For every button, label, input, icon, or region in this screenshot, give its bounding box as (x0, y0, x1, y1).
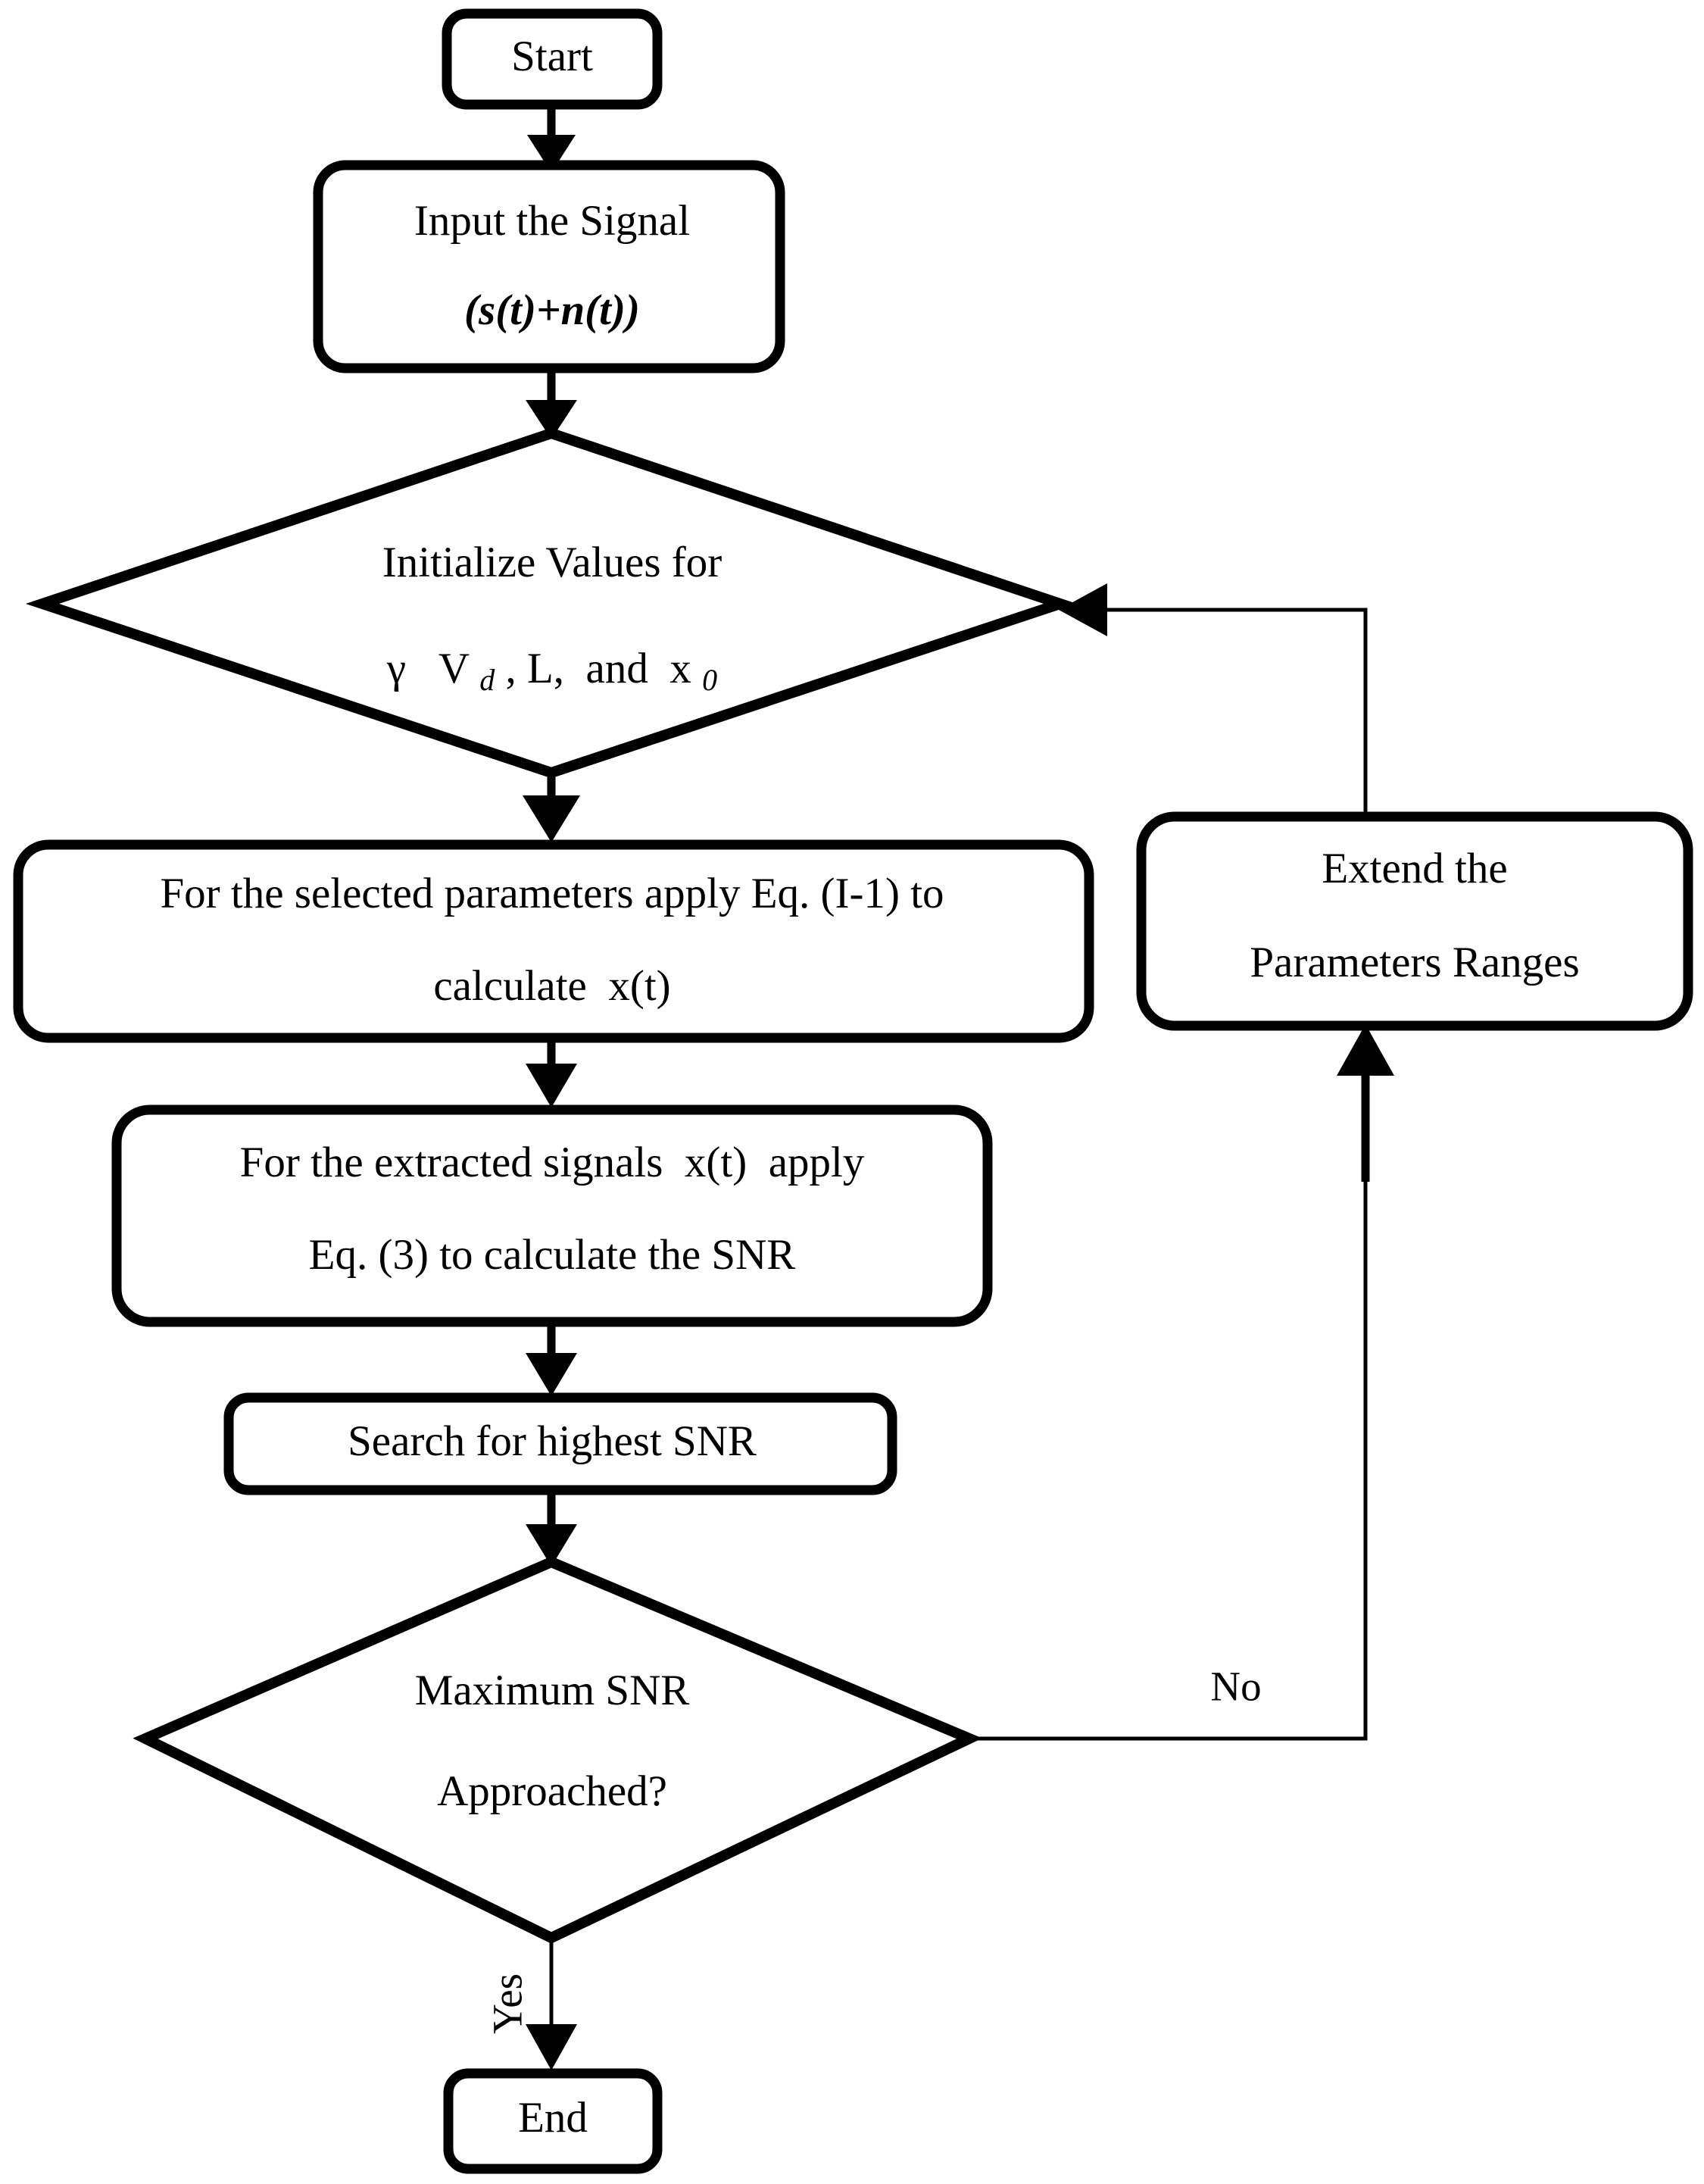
search-highest-snr-label: Search for highest SNR (348, 1417, 757, 1465)
extend-parameters-label-line1: Extend the (1322, 845, 1507, 892)
connector-extend-to-initialize (1059, 583, 1368, 814)
connector-maximum-snr-yes-to-end (526, 1939, 577, 2070)
start-label: Start (511, 33, 593, 80)
l-symbol: , L, (505, 645, 564, 692)
arrowhead-down-icon (526, 1064, 577, 1108)
edge-label-no: No (1210, 1664, 1261, 1710)
connector-apply-equation-to-calculate-snr (526, 1038, 577, 1108)
vd-symbol: V (438, 645, 470, 692)
node-end[interactable]: End (443, 2068, 663, 2174)
connector-input-to-initialize (526, 367, 577, 439)
input-signal-box-shape (313, 160, 785, 373)
x0-symbol: x (669, 645, 691, 692)
xt-symbol: x(t) (608, 962, 670, 1010)
initialize-values-label-line2: γ V d , L, and x 0 (386, 645, 717, 703)
node-apply-equation-i1[interactable]: For the selected parameters apply Eq. (I… (13, 839, 1094, 1043)
maximum-snr-label-line1: Maximum SNR (415, 1667, 690, 1714)
arrowhead-up-icon (1337, 1024, 1394, 1076)
arrowhead-down-icon (523, 795, 580, 842)
node-input-signal[interactable]: Input the Signal (s(t)+n(t)) (313, 160, 785, 373)
apply-equation-label-line1: For the selected parameters apply Eq. (I… (160, 870, 944, 917)
gamma-symbol: γ (386, 645, 406, 692)
extracted-signals-word: For the extracted signals (240, 1139, 674, 1186)
maximum-snr-label-line2: Approached? (437, 1767, 667, 1815)
and-word: and (575, 645, 659, 692)
xt-symbol: x(t) (685, 1139, 747, 1186)
arrowhead-down-icon (526, 1524, 577, 1567)
calculate-word: calculate (433, 962, 598, 1010)
start-box-shape (442, 8, 663, 110)
maximum-snr-diamond-shape (133, 1556, 983, 1944)
connector-start-to-input (527, 102, 576, 173)
arrowhead-down-icon (526, 1353, 577, 1396)
end-box-shape (443, 2068, 663, 2174)
edge-label-yes: Yes (485, 1973, 531, 2034)
search-highest-snr-box-shape (223, 1392, 897, 1495)
end-label: End (518, 2094, 588, 2142)
apply-equation-box-shape (13, 839, 1094, 1043)
node-calculate-snr[interactable]: For the extracted signals x(t) apply Eq.… (111, 1104, 993, 1327)
extend-parameters-box-shape (1136, 811, 1693, 1031)
node-maximum-snr-approached[interactable]: Maximum SNR Approached? (133, 1556, 983, 1944)
arrowhead-left-icon (1059, 583, 1107, 636)
arrowhead-down-icon (526, 2024, 577, 2070)
input-signal-label-line2: (s(t)+n(t)) (464, 286, 640, 334)
connector-calculate-snr-to-search (526, 1322, 577, 1396)
node-start[interactable]: Start (442, 8, 663, 110)
vd-subscript: d (479, 663, 495, 697)
calculate-snr-box-shape (111, 1104, 993, 1327)
extend-parameters-label-line2: Parameters Ranges (1250, 939, 1579, 986)
x0-subscript: 0 (702, 663, 717, 697)
calculate-snr-label-line1: For the extracted signals x(t) apply (240, 1139, 865, 1186)
node-extend-parameters-ranges[interactable]: Extend the Parameters Ranges (1136, 811, 1693, 1031)
apply-word: apply (757, 1139, 864, 1186)
initialize-values-diamond-shape (25, 427, 1078, 779)
calculate-snr-label-line2: Eq. (3) to calculate the SNR (309, 1231, 796, 1279)
initialize-values-label-line1: Initialize Values for (382, 539, 722, 586)
arrowhead-down-icon (526, 400, 577, 439)
apply-equation-label-line2: calculate x(t) (433, 962, 670, 1010)
connector-search-to-maximum-snr (526, 1489, 577, 1567)
input-signal-label-line1: Input the Signal (414, 197, 690, 245)
node-search-highest-snr[interactable]: Search for highest SNR (223, 1392, 897, 1495)
arrowhead-down-icon (527, 135, 576, 173)
node-initialize-values[interactable]: Initialize Values for γ V d , L, and x 0 (25, 427, 1078, 779)
connector-maximum-snr-no-to-extend (973, 1024, 1394, 1741)
